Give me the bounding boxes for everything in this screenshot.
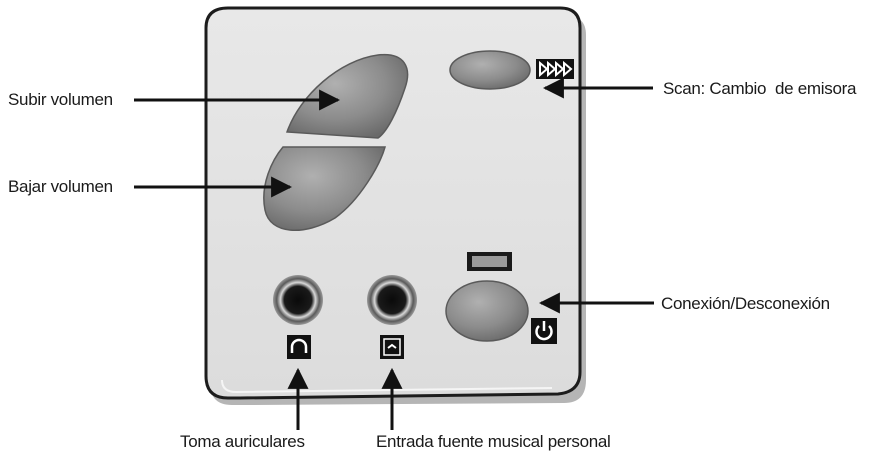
volume-up-label: Subir volumen — [8, 90, 113, 109]
volume-up-button[interactable] — [285, 53, 409, 139]
headphones-icon — [287, 335, 311, 359]
volume-down-label: Bajar volumen — [8, 177, 113, 196]
scan-label: Scan: Cambio de emisora — [663, 79, 857, 98]
leader-lines — [134, 77, 654, 430]
indicator-light — [467, 252, 512, 271]
headphone-jack[interactable] — [273, 275, 323, 325]
power-icon — [531, 318, 557, 344]
headphones-label: Toma auriculares — [180, 432, 305, 451]
aux-input-label: Entrada fuente musical personal — [376, 432, 611, 451]
audio-input-icon — [380, 335, 404, 359]
power-button[interactable] — [445, 280, 529, 342]
power-label: Conexión/Desconexión — [661, 294, 830, 313]
scan-arrows-icon — [536, 59, 574, 79]
scan-button[interactable] — [449, 50, 531, 90]
aux-input-jack[interactable] — [367, 275, 417, 325]
volume-down-button[interactable] — [263, 146, 386, 231]
